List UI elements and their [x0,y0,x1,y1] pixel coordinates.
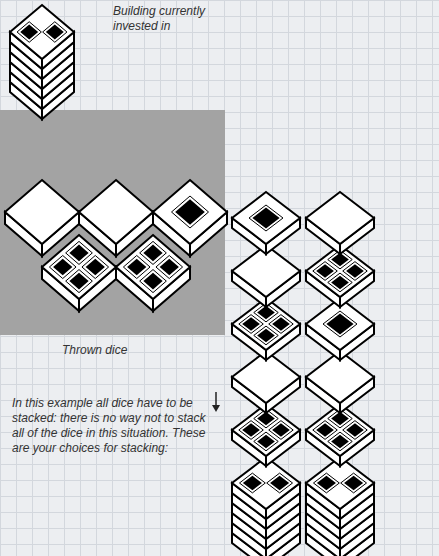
pip [331,435,349,449]
pip [160,259,179,276]
pip [143,245,162,262]
die [232,192,300,254]
pip [317,476,336,491]
caption-label: Building currently invested in [113,4,225,34]
label-box: Building currently invested in [113,4,225,34]
die-top [116,235,190,299]
pip-ring [172,196,209,228]
pip-ring [267,473,293,493]
die [42,235,116,311]
die [232,457,300,556]
die-top [306,192,374,244]
pip [69,273,88,290]
pip [346,423,364,437]
pip [86,259,105,276]
pip-ring [313,473,339,493]
label-box: In this example all dice have to be stac… [12,396,208,456]
pip-ring [239,473,265,493]
die [116,235,190,311]
pip [257,435,275,449]
pip [53,259,72,276]
pip [242,423,260,437]
die-top [153,180,227,244]
pip [242,317,260,331]
pip [270,476,289,491]
pip [331,276,349,290]
pip-ring [43,22,67,43]
direction-arrowhead [212,405,220,412]
pip-ring [254,432,278,451]
note-text: In this example all dice have to be stac… [12,396,208,456]
dice-group [5,5,374,556]
pip-ring [341,473,367,493]
pip-ring [254,326,278,345]
pip [243,476,262,491]
pip-ring [17,22,41,43]
pip [326,314,353,335]
pip [252,208,279,229]
pip [272,423,290,437]
pip [346,264,364,278]
pip [316,264,334,278]
pip [272,317,290,331]
pip [143,273,162,290]
pip [46,24,64,39]
pip-ring [66,270,93,293]
caption-label: Thrown dice [62,343,182,358]
label-box: Thrown dice [62,343,182,358]
die [306,192,374,254]
pip-ring [328,432,352,451]
die [306,457,374,556]
pip [344,476,363,491]
pip-ring [323,311,357,337]
pip [127,259,146,276]
die-top [232,192,300,244]
pip-ring [140,270,167,293]
pip [69,245,88,262]
pip-ring [328,273,352,292]
die-top [5,180,79,244]
die-top [10,5,74,59]
pip [20,24,38,39]
pip-ring [249,205,283,231]
die-top [42,235,116,299]
pip [316,423,334,437]
pip [175,199,205,225]
pip [257,329,275,343]
throw-area [0,110,225,335]
die-top [79,180,153,244]
die [10,5,74,119]
